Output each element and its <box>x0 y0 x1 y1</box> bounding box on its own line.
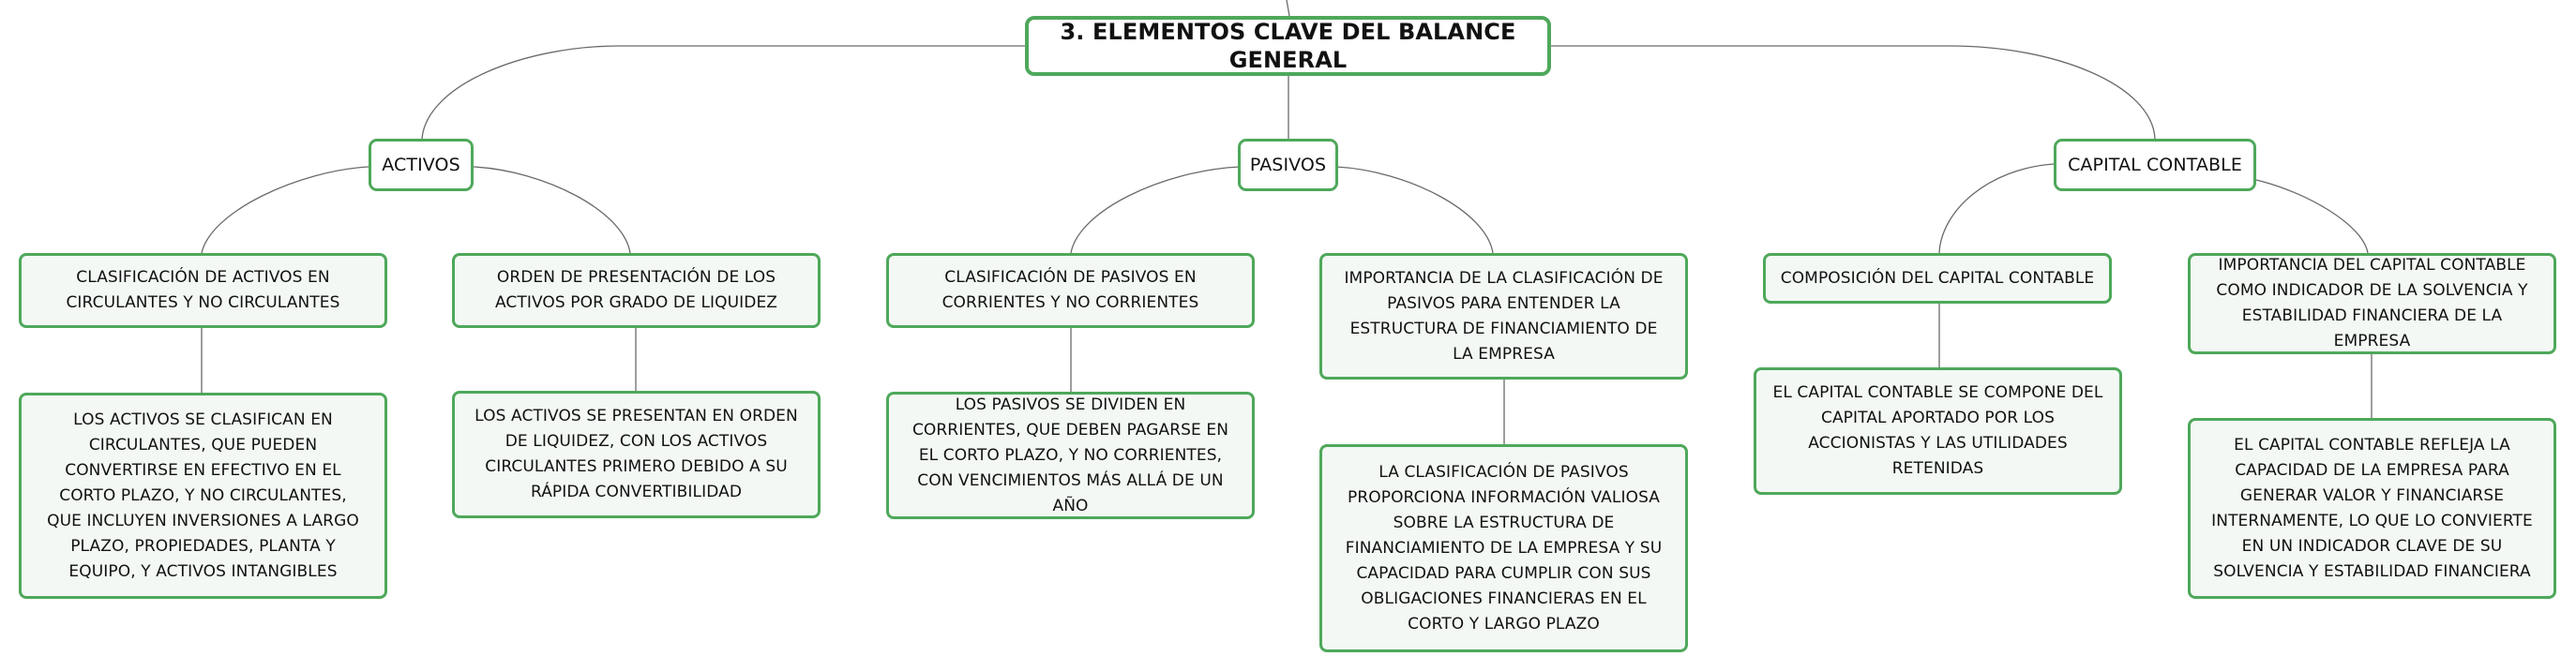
connector-activos-topic2 <box>473 166 631 254</box>
connector-activos-topic1 <box>201 166 369 254</box>
branch-activos[interactable]: ACTIVOS <box>369 139 474 191</box>
root-topic[interactable]: 3. ELEMENTOS CLAVE DEL BALANCE GENERAL <box>1025 16 1551 76</box>
connector-capital-topic2 <box>2255 179 2369 254</box>
topic-orden-presentacion-activos[interactable]: ORDEN DE PRESENTACIÓN DE LOS ACTIVOS POR… <box>452 253 821 328</box>
connector-capital-topic1 <box>1938 163 2055 254</box>
detail-clasificacion-pasivos[interactable]: LOS PASIVOS SE DIVIDEN EN CORRIENTES, QU… <box>886 392 1255 519</box>
topic-importancia-clasificacion-pasivos[interactable]: IMPORTANCIA DE LA CLASIFICACIÓN DE PASIV… <box>1319 253 1688 380</box>
connector-pasivos-topic1 <box>1070 166 1241 254</box>
detail-orden-presentacion-activos[interactable]: LOS ACTIVOS SE PRESENTAN EN ORDEN DE LIQ… <box>452 391 821 518</box>
detail-importancia-clasificacion-pasivos[interactable]: LA CLASIFICACIÓN DE PASIVOS PROPORCIONA … <box>1319 444 1688 652</box>
connector-pasivos-topic2 <box>1335 166 1494 254</box>
topic-importancia-capital-contable[interactable]: IMPORTANCIA DEL CAPITAL CONTABLE COMO IN… <box>2188 253 2556 354</box>
branch-pasivos[interactable]: PASIVOS <box>1238 139 1338 191</box>
topic-clasificacion-activos[interactable]: CLASIFICACIÓN DE ACTIVOS EN CIRCULANTES … <box>19 253 387 328</box>
topic-clasificacion-pasivos[interactable]: CLASIFICACIÓN DE PASIVOS EN CORRIENTES Y… <box>886 253 1255 328</box>
detail-composicion-capital-contable[interactable]: EL CAPITAL CONTABLE SE COMPONE DEL CAPIT… <box>1754 367 2122 495</box>
connector-root-parent <box>1286 0 1290 17</box>
detail-importancia-capital-contable[interactable]: EL CAPITAL CONTABLE REFLEJA LA CAPACIDAD… <box>2188 418 2556 599</box>
connector-root-activos <box>421 45 1025 140</box>
detail-clasificacion-activos[interactable]: LOS ACTIVOS SE CLASIFICAN EN CIRCULANTES… <box>19 393 387 599</box>
topic-composicion-capital-contable[interactable]: COMPOSICIÓN DEL CAPITAL CONTABLE <box>1763 253 2112 304</box>
branch-capital-contable[interactable]: CAPITAL CONTABLE <box>2054 139 2256 191</box>
connector-root-capital <box>1551 45 2156 140</box>
